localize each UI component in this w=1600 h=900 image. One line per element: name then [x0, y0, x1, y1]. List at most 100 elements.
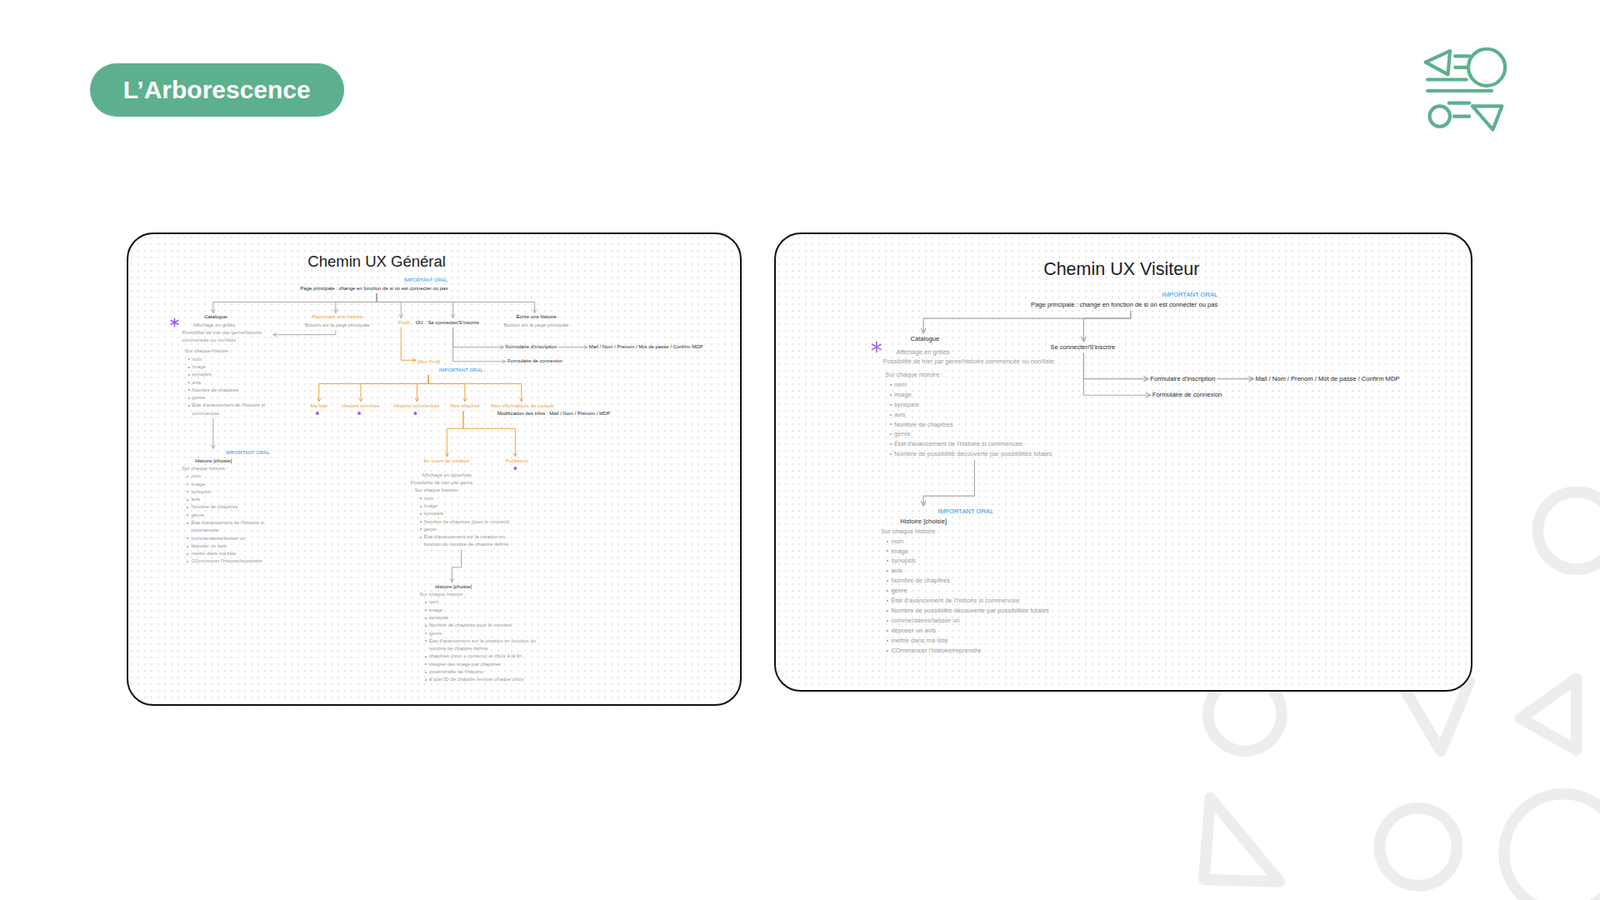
- bullet-dot: [186, 499, 189, 501]
- bullet-dot: [420, 528, 422, 530]
- text-row: genre: [881, 429, 1073, 440]
- bullet-dot: [186, 483, 189, 485]
- list-item: synopsis: [429, 614, 449, 622]
- text-row: Ma liste: [310, 402, 328, 410]
- text-row: État d'avancement sur la creation en fon…: [418, 637, 538, 654]
- connector: [376, 293, 401, 319]
- tree-node: Profil: [396, 318, 412, 328]
- text-row: Sur chaque histoire :: [879, 526, 1070, 537]
- panel-title: Chemin UX Visiteur: [1043, 259, 1200, 281]
- diagram-panel: IMPORTANT ORALPage principale : change e…: [126, 232, 742, 706]
- list-item: image: [894, 390, 912, 400]
- text-row: genre: [879, 585, 1070, 596]
- text-row: Possibilité de trier par genre/histoire …: [180, 329, 272, 345]
- list-item: mettre dans ma liste: [190, 550, 236, 558]
- text-row: Mail / Nom / Prenom / Mot de passe / Con…: [1255, 374, 1400, 385]
- text-row: Histoire commencée: [394, 402, 440, 410]
- important-note: IMPORTANT ORAL: [1162, 290, 1219, 299]
- node-text: Mes informations de compte: [490, 403, 554, 409]
- text-row: nom: [881, 380, 1073, 390]
- text-row: image: [409, 502, 512, 510]
- connector: [1083, 353, 1149, 380]
- tree-node: IMPORTANT ORALPage principale : change e…: [1029, 289, 1220, 311]
- text-row: genre: [409, 525, 512, 534]
- bullet-dot: [886, 570, 889, 572]
- text-row: État d'avancement de l'histoire si comme…: [180, 401, 272, 418]
- tree-node: Histoire commencée: [392, 401, 442, 411]
- bullet-dot: [186, 490, 189, 493]
- list-item: nom: [429, 598, 440, 606]
- node-text: Sur chaque histoire :: [185, 348, 231, 354]
- text-row: Reprendre une histoire: [305, 313, 370, 321]
- list-item: COmmencer l'histoire/reprendre: [190, 557, 262, 565]
- list-item: genre: [192, 394, 205, 402]
- connector: [319, 375, 429, 402]
- bullet-dot: [425, 671, 427, 674]
- bullet-dot: [186, 514, 189, 516]
- bullet-dot: [425, 679, 427, 681]
- text-row: Histoire [choisie]: [180, 457, 279, 465]
- text-row: Sur chaque histoire :: [418, 590, 538, 599]
- node-text: Bouton sur la page principale: [504, 322, 570, 328]
- node-text: Publiée(s): [505, 458, 529, 464]
- node-text: Sur chaque histoire :: [414, 487, 460, 493]
- bullet-dot: [886, 550, 889, 552]
- bullet-dot: [886, 640, 889, 642]
- node-text: Histoire commencée: [394, 403, 440, 409]
- text-row: État d'avancement de l'histoire si comme…: [879, 595, 1070, 606]
- text-row: Nombre de chapitres pour le moment: [418, 621, 538, 630]
- text-row: Catalogue: [180, 313, 272, 321]
- text-row: genre: [418, 630, 538, 638]
- list-item: COmmencer l'histoire/reprendre: [890, 645, 981, 656]
- text-row: mettre dans ma liste: [879, 635, 1070, 646]
- diagram-panel: IMPORTANT ORALPage principale : change e…: [774, 232, 1473, 692]
- connector: [1083, 310, 1130, 342]
- node-text: Catalogue: [910, 335, 940, 343]
- node-text: Formulaire d'inscription: [505, 344, 557, 350]
- list-item: nom: [192, 355, 203, 364]
- list-item: nom: [190, 472, 201, 480]
- bullet-dot: [425, 663, 427, 665]
- bullet-dot: [886, 590, 889, 592]
- text-row: image: [879, 546, 1070, 557]
- text-row: IMPORTANT ORAL: [879, 506, 1070, 517]
- text-row: COmmencer l'histoire/reprendre: [879, 645, 1070, 656]
- tree-node: Mon ProfilIMPORTANT ORAL: [415, 357, 485, 375]
- bullet-dot: [188, 374, 190, 376]
- text-row: Page principale : change en fonction de …: [300, 285, 448, 293]
- bullet-dot: [886, 610, 889, 612]
- text-row: Mon Profil: [417, 358, 483, 366]
- text-row: Histoire [choisie]: [418, 583, 538, 591]
- node-text: Bouton sur la page principale: [305, 322, 370, 328]
- list-item: intégrer des image par chapitres: [429, 660, 501, 669]
- text-row: Nombre de chapitres: [881, 420, 1073, 430]
- text-row: Formulaire de connexion: [507, 357, 563, 365]
- text-row: avis: [879, 565, 1070, 576]
- text-row: Nombre de chapitres: [180, 386, 272, 395]
- bullet-dot: [425, 632, 427, 635]
- list-item: déposer un avis: [890, 625, 936, 636]
- bullet-dot: [186, 560, 189, 563]
- text-row: Page principale : change en fonction de …: [1030, 300, 1218, 310]
- bullet-dot: [188, 366, 190, 369]
- text-row: image: [180, 480, 279, 489]
- node-text: Reprendre une histoire: [311, 314, 363, 320]
- bullet-dot: [890, 453, 892, 455]
- text-row: État d'avancement sur la création en fon…: [409, 533, 512, 550]
- node-text: Formulaire de connexion: [1152, 390, 1223, 399]
- node-text: Mes histoires: [450, 403, 480, 409]
- marks: [170, 318, 881, 470]
- list-item: Nombre de chapitres: [190, 503, 238, 511]
- node-text: En cours de création: [423, 458, 470, 464]
- text-row: genre: [180, 394, 272, 402]
- connector: [451, 550, 461, 583]
- tree-node: Reprendre une histoireBouton sur la page…: [303, 312, 372, 330]
- text-row: Mes informations de compte: [490, 402, 610, 410]
- list-item: nom: [424, 495, 435, 503]
- text-row: synopsis: [881, 400, 1073, 410]
- bullet-dot: [420, 520, 422, 523]
- connector: [335, 293, 377, 313]
- text-row: commentaires/laisser un: [180, 535, 279, 543]
- text-row: IMPORTANT ORAL: [300, 276, 448, 285]
- text-row: Catalogue: [881, 334, 1073, 345]
